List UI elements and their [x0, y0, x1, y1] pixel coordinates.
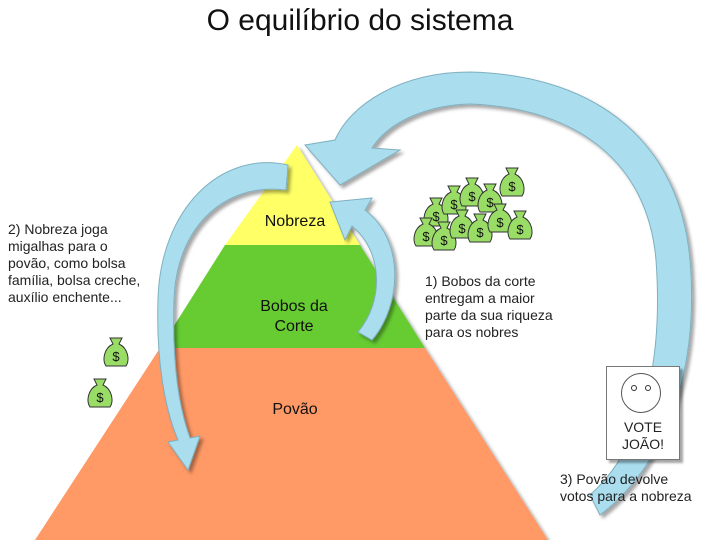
dollar-sign: $: [458, 221, 466, 236]
money-bag-icon: $: [507, 210, 533, 240]
money-bag-icon: $: [87, 378, 113, 408]
bobos-label-line1: Bobos da: [260, 298, 328, 315]
note-bobos-riqueza: 1) Bobos da corte entregam a maior parte…: [425, 273, 585, 341]
money-bag-icon: $: [499, 167, 525, 197]
vote-line2: JOÃO!: [621, 436, 664, 452]
dollar-sign: $: [486, 195, 494, 210]
pyramid-middle-tier: [160, 245, 425, 348]
dollar-sign: $: [516, 222, 524, 237]
note2-line: família, bolsa creche,: [8, 272, 141, 288]
money-bags: $$$$$$$$$$$$$: [87, 167, 533, 408]
vote-card: VOTE JOÃO!: [606, 366, 680, 460]
wealth-arrow: [329, 197, 396, 341]
bobos-label-line2: Corte: [274, 318, 314, 335]
money-bag-icon: $: [467, 213, 493, 243]
note2-line: povão, como bolsa: [8, 255, 126, 271]
note2-line: auxílio enchente...: [8, 289, 122, 305]
note1-line: 1) Bobos da corte: [425, 273, 536, 289]
note1-line: para os nobres: [425, 324, 519, 340]
vote-line1: VOTE: [623, 419, 663, 435]
dollar-sign: $: [112, 349, 120, 364]
note2-line: migalhas para o: [8, 238, 108, 254]
pyramid-top-tier: [225, 145, 360, 245]
note2-line: 2) Nobreza joga: [8, 221, 108, 237]
note1-line: entregam a maior: [425, 290, 535, 306]
note3-line: votos para a nobreza: [560, 488, 692, 504]
dollar-sign: $: [468, 189, 476, 204]
eye-icon: [645, 385, 651, 391]
povao-label: Povão: [272, 401, 318, 418]
money-bag-body: [87, 378, 113, 408]
page-title: O equilíbrio do sistema: [206, 4, 514, 37]
pyramid-bottom-tier: [35, 348, 548, 540]
dollar-sign: $: [440, 233, 448, 248]
crumbs-arrow: [157, 162, 289, 472]
note1-line: parte da sua riqueza: [425, 307, 553, 323]
smiley-face-icon: [621, 373, 661, 413]
money-bag-icon: $: [103, 337, 129, 367]
dollar-sign: $: [476, 225, 484, 240]
votes-arrow: [304, 71, 693, 516]
dollar-sign: $: [422, 229, 430, 244]
vote-text: VOTE JOÃO!: [607, 419, 679, 453]
dollar-sign: $: [432, 209, 440, 224]
dollar-sign: $: [96, 390, 104, 405]
money-bag-body: [507, 210, 533, 240]
money-bag-body: [103, 337, 129, 367]
eye-icon: [631, 385, 637, 391]
note-nobreza-migalhas: 2) Nobreza joga migalhas para o povão, c…: [8, 221, 178, 306]
money-bag-body: [467, 213, 493, 243]
dollar-sign: $: [450, 197, 458, 212]
nobreza-label: Nobreza: [264, 213, 326, 230]
money-bag-body: [499, 167, 525, 197]
dollar-sign: $: [508, 179, 516, 194]
note3-line: 3) Povão devolve: [560, 471, 669, 487]
dollar-sign: $: [496, 215, 504, 230]
note-povao-votos: 3) Povão devolve votos para a nobreza: [560, 471, 718, 505]
